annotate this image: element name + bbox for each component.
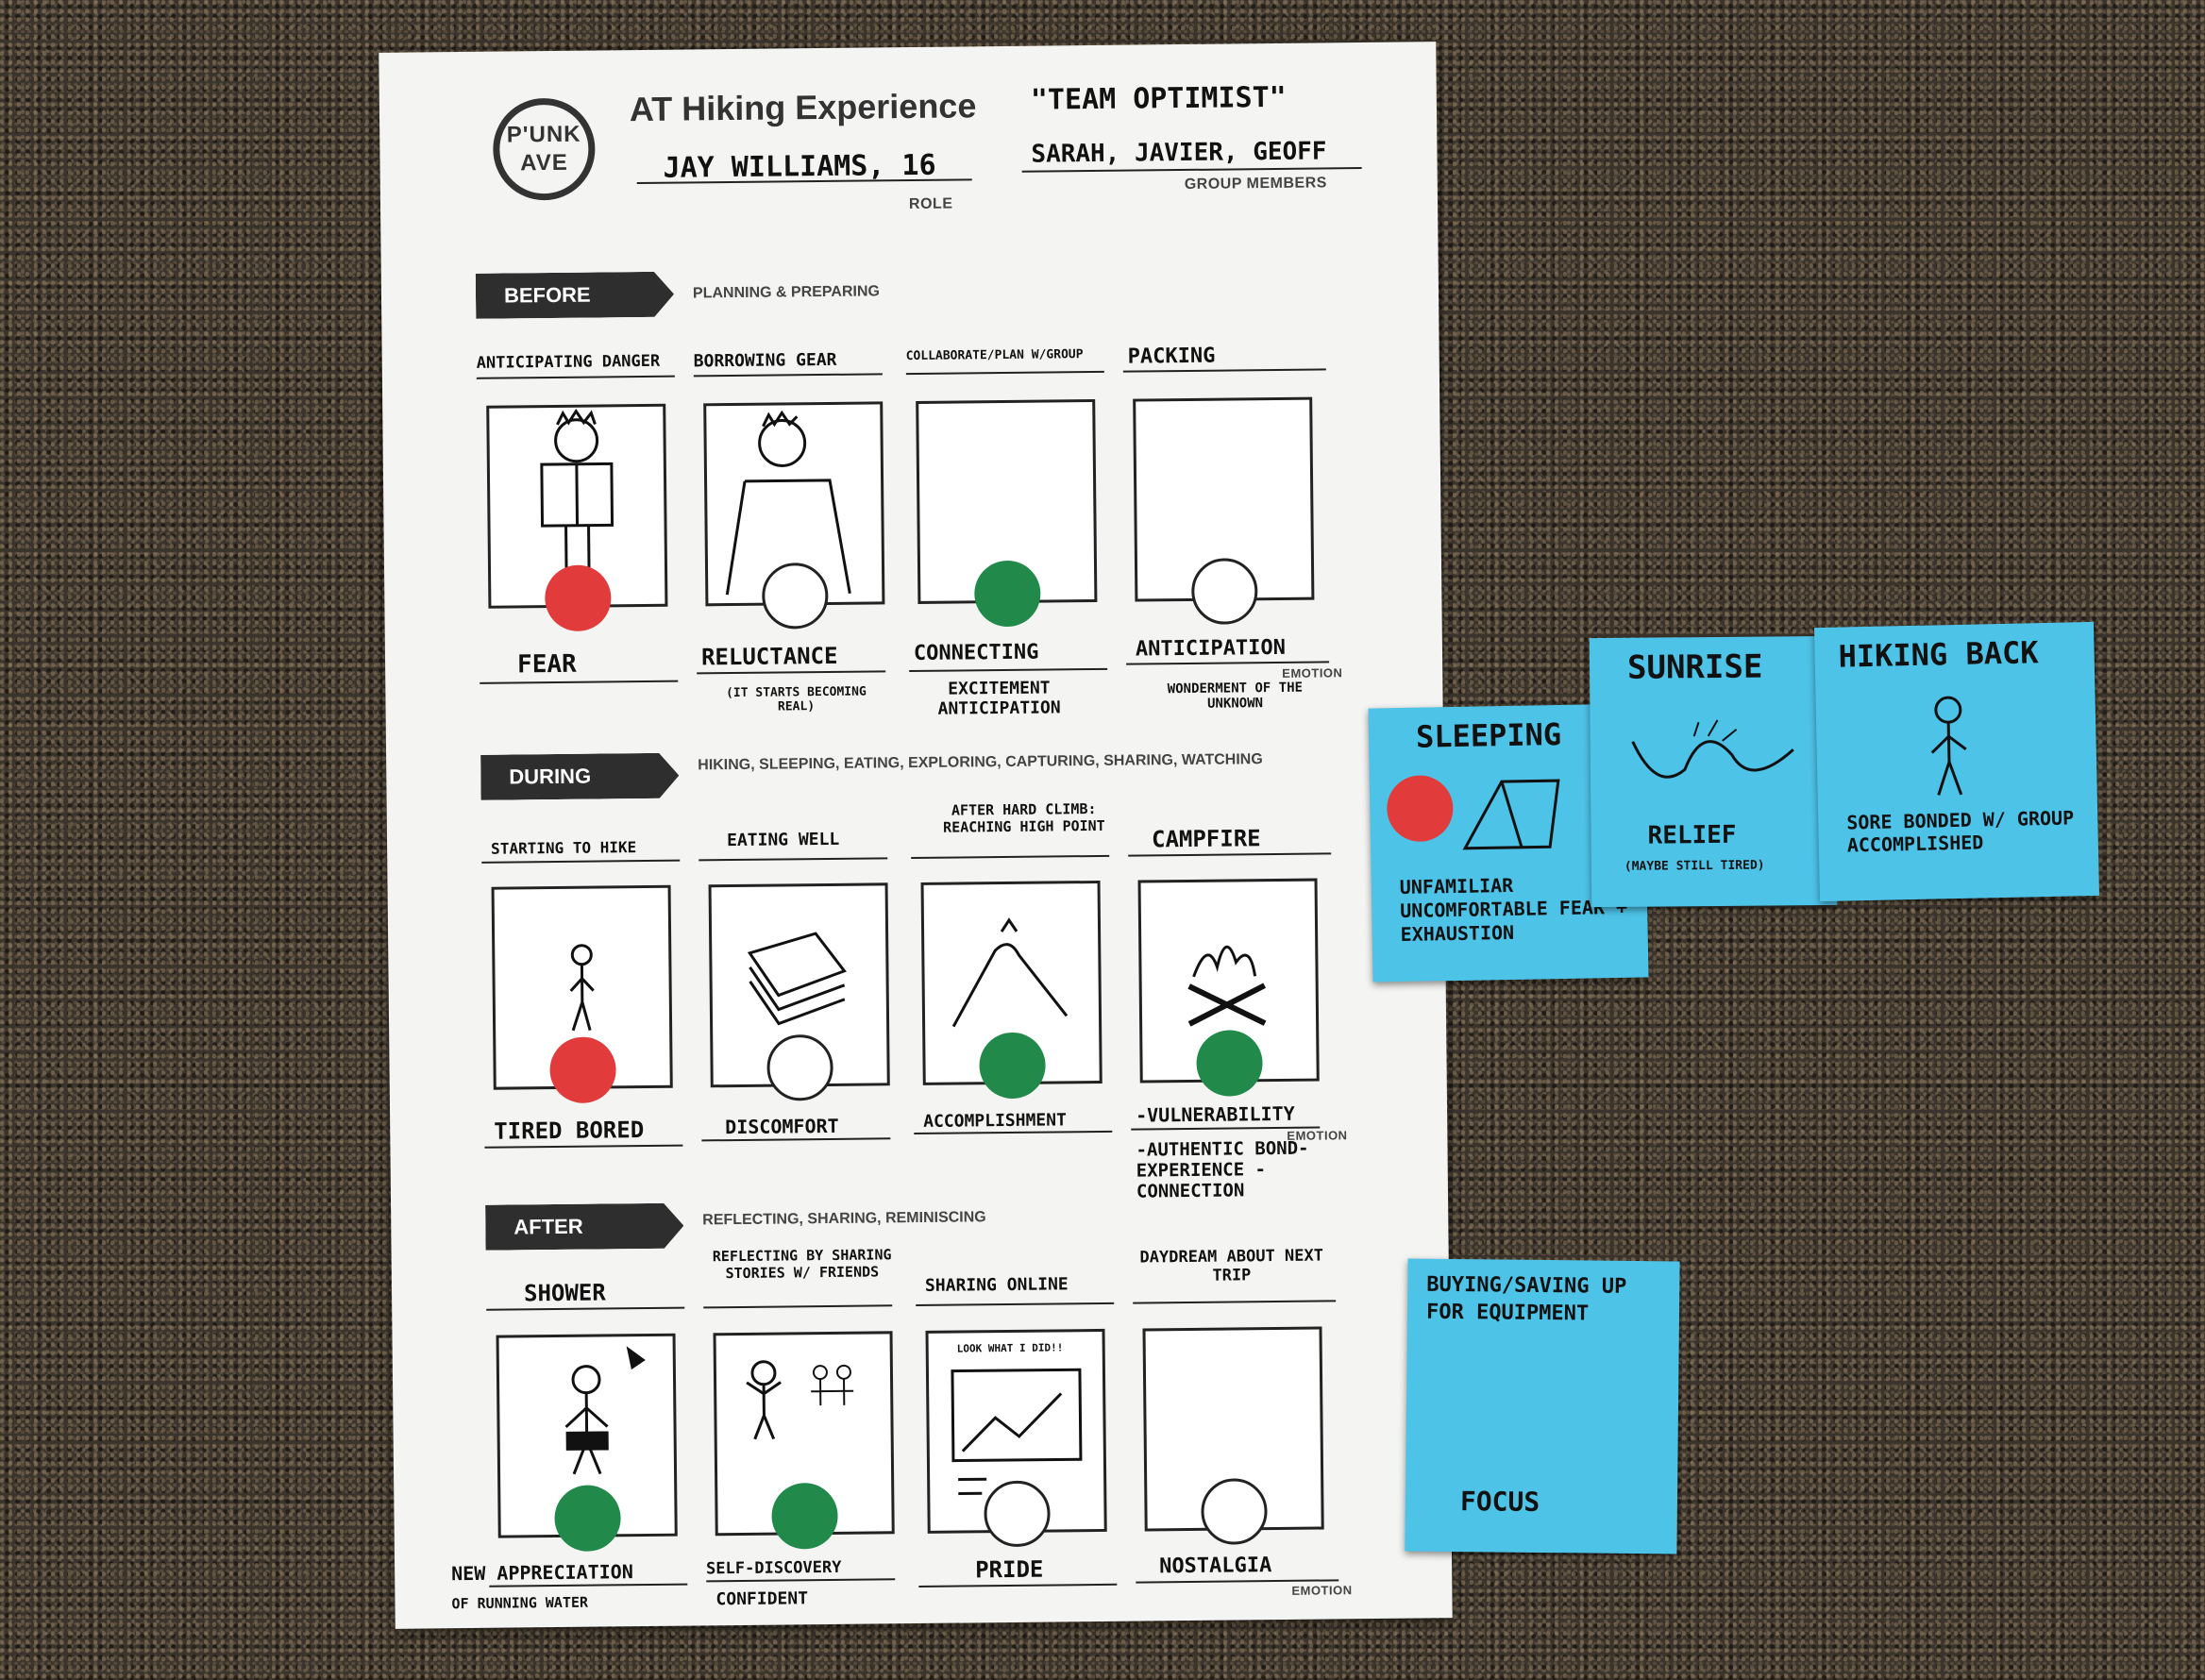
sticky-note-hiking-back: HIKING BACK SORE BONDED W/ GROUP ACCOMPL… (1813, 621, 2100, 902)
sticky-note-text: SORE BONDED W/ GROUP ACCOMPLISHED (1846, 806, 2075, 857)
sticky-note-title: HIKING BACK (1838, 634, 2039, 675)
section-tag-before: BEFORE (476, 272, 674, 319)
step-frame-shower (496, 1333, 678, 1538)
mountain-sketch (951, 917, 1069, 1028)
sticky-note-title: SUNRISE (1626, 647, 1763, 687)
section-tag-during: DURING (480, 753, 679, 800)
step-frame-reflecting (713, 1331, 895, 1537)
emotion-label: TIRED BORED (494, 1117, 645, 1145)
emotion-note: OF RUNNING WATER (451, 1593, 589, 1613)
journey-map-sheet: P'UNK AVE AT Hiking Experience "TEAM OPT… (379, 42, 1453, 1629)
step-heading: ANTICIPATING DANGER (476, 351, 661, 373)
section-tag-after: AFTER (485, 1203, 683, 1251)
step-frame-campfire (1137, 878, 1320, 1084)
sandwich-sketch (747, 932, 847, 1026)
emotion-caption: EMOTION (1282, 665, 1343, 680)
emotion-label: ANTICIPATION (1135, 635, 1287, 662)
step-heading: STARTING TO HIKE (491, 838, 637, 858)
section-subtitle-during: HIKING, SLEEPING, EATING, EXPLORING, CAP… (698, 751, 1263, 774)
sketch-caption: LOOK WHAT I DID!! (956, 1341, 1064, 1355)
emotion-label: ACCOMPLISHMENT (923, 1110, 1067, 1132)
section-subtitle-after: REFLECTING, SHARING, REMINISCING (702, 1209, 986, 1229)
emotion-note: -AUTHENTIC BOND-EXPERIENCE -CONNECTION (1136, 1137, 1309, 1202)
step-heading: AFTER HARD CLIMB: REACHING HIGH POINT (943, 799, 1105, 836)
emotion-label: CONNECTING (913, 640, 1039, 666)
emotion-dot-green (554, 1485, 621, 1553)
step-heading: REFLECTING BY SHARING STORIES W/ FRIENDS (712, 1246, 892, 1283)
sticky-note-title: SLEEPING (1415, 716, 1562, 755)
step-heading: COLLABORATE/PLAN W/GROUP (905, 347, 1084, 364)
emotion-note: EXCITEMENT ANTICIPATION (937, 678, 1061, 719)
step-frame-starting-to-hike (491, 884, 673, 1090)
screen-sketch (951, 1368, 1083, 1496)
section-subtitle-before: PLANNING & PREPARING (692, 283, 880, 302)
emotion-note: (IT STARTS BECOMING REAL) (725, 684, 867, 714)
campfire-sketch (1187, 945, 1267, 1027)
emotion-dot-empty (1201, 1478, 1268, 1545)
group-members-value: SARAH, JAVIER, GEOFF (1031, 137, 1327, 169)
team-name: "TEAM OPTIMIST" (1030, 80, 1287, 117)
role-label: ROLE (908, 195, 953, 213)
sunrise-sketch (1631, 719, 1794, 779)
step-heading: CAMPFIRE (1151, 825, 1261, 853)
emotion-dot-empty (1190, 558, 1258, 625)
emotion-dot-empty (766, 1033, 833, 1101)
emotion-dot-empty (984, 1480, 1051, 1548)
emotion-dot-empty (761, 562, 829, 630)
emotion-dot-green (979, 1032, 1046, 1100)
step-heading: SHARING ONLINE (924, 1274, 1069, 1296)
hiker-back-sketch (1930, 696, 1967, 796)
emotion-note: CONFIDENT (715, 1588, 809, 1610)
emotion-dot-red (544, 564, 612, 632)
sticky-note-text: RELIEF (1647, 820, 1737, 850)
punk-ave-logo: P'UNK AVE (492, 97, 596, 201)
emotion-label: NOSTALGIA (1158, 1554, 1272, 1579)
emotion-label: DISCOMFORT (725, 1114, 839, 1139)
sticky-note-sleeping: SLEEPING UNFAMILIAR UNCOMFORTABLE FEAR +… (1368, 703, 1649, 983)
emotion-label: PRIDE (975, 1555, 1044, 1584)
emotion-label: -VULNERABILITY (1135, 1101, 1295, 1127)
emotion-label: NEW APPRECIATION (451, 1560, 633, 1586)
sticky-note-subtext: (MAYBE STILL TIRED) (1624, 858, 1765, 874)
step-heading: SHOWER (523, 1279, 606, 1307)
step-heading: BORROWING GEAR (693, 349, 837, 372)
sticky-note-text: FOCUS (1459, 1486, 1540, 1518)
tent-sketch (1462, 779, 1560, 850)
emotion-dot-green (1196, 1030, 1263, 1097)
emotion-label: FEAR (516, 649, 577, 680)
friends-sketch (746, 1360, 854, 1440)
shower-sketch (564, 1346, 646, 1475)
step-frame-eating-well (708, 882, 890, 1088)
emotion-dot-red (1386, 775, 1454, 843)
step-heading: DAYDREAM ABOUT NEXT TRIP (1139, 1246, 1324, 1285)
step-frame-high-point (920, 880, 1102, 1085)
group-members-label: GROUP MEMBERS (1184, 175, 1327, 193)
step-frame-borrowing-gear (703, 401, 885, 607)
sheet-title: AT Hiking Experience (629, 86, 977, 129)
sticky-note-buying-equipment: BUYING/SAVING UP FOR EQUIPMENT FOCUS (1405, 1258, 1680, 1554)
step-heading: PACKING (1127, 344, 1216, 369)
sticky-note-title: BUYING/SAVING UP FOR EQUIPMENT (1425, 1272, 1627, 1326)
borrowing-person-sketch (725, 410, 851, 596)
sticky-note-sunrise: SUNRISE RELIEF (MAYBE STILL TIRED) (1589, 635, 1838, 908)
emotion-caption: EMOTION (1291, 1583, 1353, 1598)
emotion-label: SELF-DISCOVERY (706, 1557, 842, 1579)
emotion-note: WONDERMENT OF THE UNKNOWN (1167, 680, 1304, 712)
emotion-dot-green (973, 560, 1041, 628)
emotion-dot-red (549, 1036, 616, 1104)
hiker-stick-figure (569, 944, 595, 1032)
step-frame-sharing-online: LOOK WHAT I DID!! (925, 1328, 1107, 1534)
emotion-dot-green (771, 1482, 838, 1550)
emotion-label: RELUCTANCE (700, 642, 838, 671)
step-heading: EATING WELL (726, 829, 840, 851)
